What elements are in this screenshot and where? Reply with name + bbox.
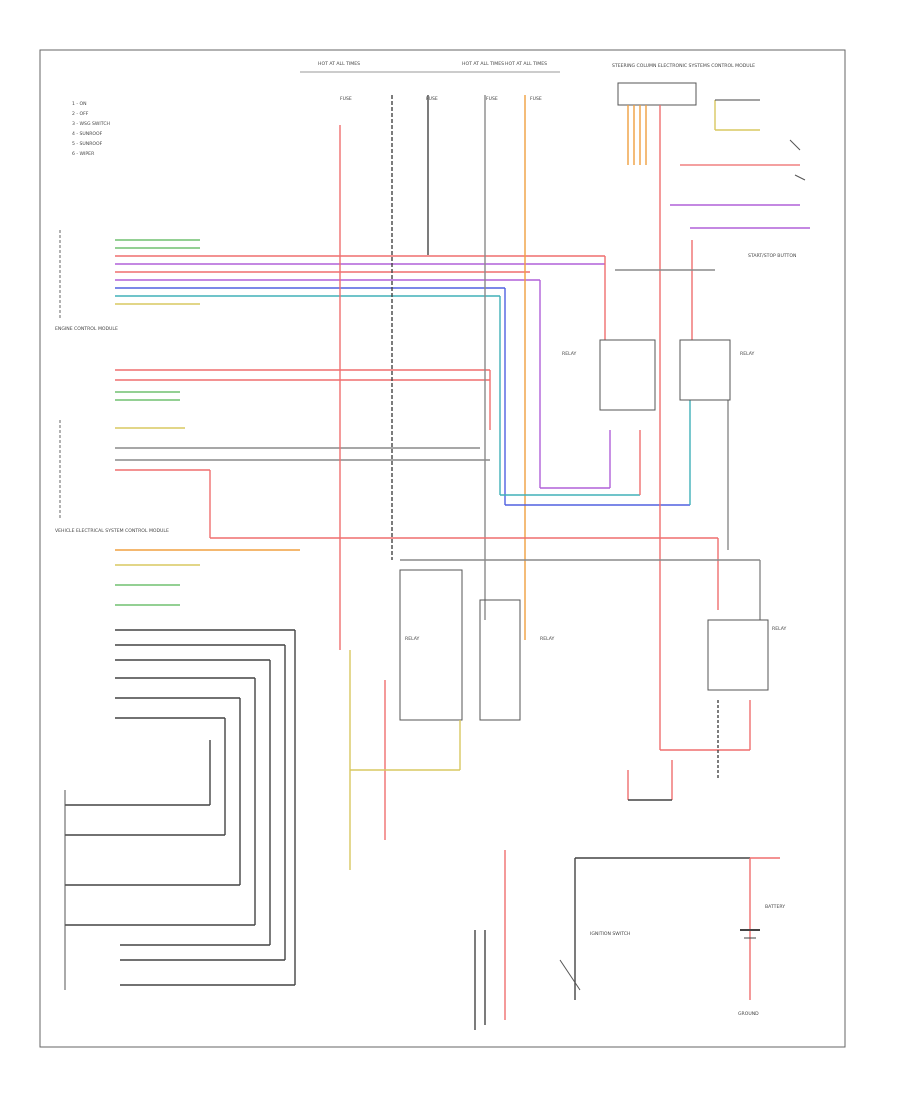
battery-section: BATTERY GROUND IGNITION SWITCH [474,850,785,1030]
hot-label-1: HOT AT ALL TIMES [318,61,360,67]
legend: 1 - ON 2 - OFF 3 - WSG SWITCH 4 - SUNROO… [72,101,110,157]
diagram-border [39,49,846,1048]
start-stop-button: START/STOP BUTTON [670,99,810,259]
relay-block-1: RELAY [562,339,656,411]
relay-block-4: RELAY [399,569,463,721]
relay-4-label: RELAY [405,636,420,642]
legend-item-2: 2 - OFF [72,111,89,117]
hot-label-2: HOT AT ALL TIMES [462,61,504,67]
ignition-switch-label: IGNITION SWITCH [590,931,630,937]
battery-label: BATTERY [765,904,785,910]
relay-1-label: RELAY [562,351,577,357]
ground-label: GROUND [738,1011,759,1017]
switch-stack [64,629,296,990]
fuse-label-1: FUSE [340,96,352,102]
steering-column-module: STEERING COLUMN ELECTRONIC SYSTEMS CONTR… [612,63,755,165]
fuse-label-3: FUSE [486,96,498,102]
vehicle-ctrl-label: VEHICLE ELECTRICAL SYSTEM CONTROL MODULE [55,528,169,534]
relay-2-label: RELAY [740,351,755,357]
relay-block-3: RELAY [707,619,787,691]
legend-item-3: 3 - WSG SWITCH [72,121,110,127]
engine-control-module: ENGINE CONTROL MODULE VEHICLE ELECTRICAL… [55,230,169,534]
start-stop-label: START/STOP BUTTON [748,253,796,259]
relay-3-label: RELAY [772,626,787,632]
ground-feeds [349,650,719,870]
legend-item-1: 1 - ON [72,101,87,107]
relay-block-5: RELAY [479,599,555,721]
fuse-label-2: FUSE [426,96,438,102]
fuse-label-4: FUSE [530,96,542,102]
legend-item-6: 6 - WIPER [72,151,95,157]
signal-bus [115,239,605,606]
power-feeds: HOT AT ALL TIMES HOT AT ALL TIMES HOT AT… [300,61,560,102]
steering-col-label: STEERING COLUMN ELECTRONIC SYSTEMS CONTR… [612,63,755,69]
legend-item-4: 4 - SUNROOF [72,131,103,137]
hot-label-3: HOT AT ALL TIMES [505,61,547,67]
legend-item-5: 5 - SUNROOF [72,141,103,147]
engine-ctrl-label: ENGINE CONTROL MODULE [55,326,118,332]
vertical-feeds [209,95,761,751]
relay-block-2: RELAY [679,339,755,401]
relay-5-label: RELAY [540,636,555,642]
